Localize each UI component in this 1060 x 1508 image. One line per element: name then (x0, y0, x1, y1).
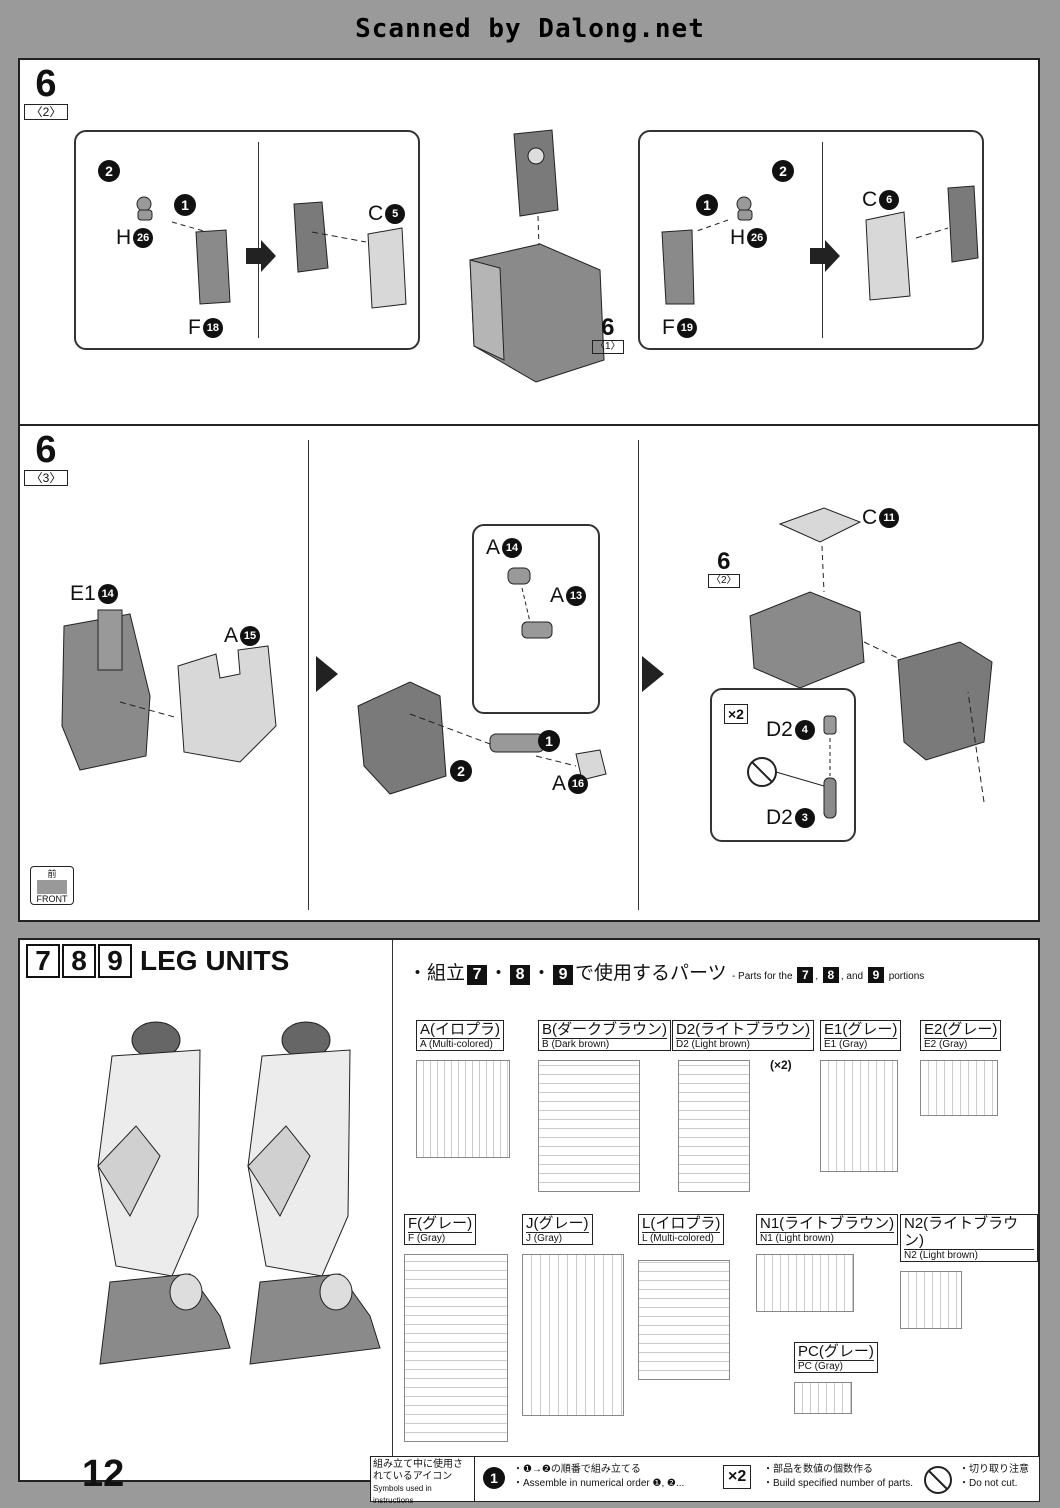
runner-e1: E1(グレー)E1 (Gray) (820, 1020, 902, 1172)
front-label: FRONT (36, 894, 68, 904)
ref-badge: 6 〈1〉 (592, 316, 624, 354)
x2-badge: ×2 (724, 704, 748, 724)
runner-d2: D2(ライトブラウン)D2 (Light brown) (×2) (672, 1020, 815, 1192)
step-sub: 〈2〉 (24, 104, 68, 120)
x2-callout-drawing (747, 715, 837, 819)
ref-number: 6 (601, 314, 615, 341)
center-assembly-drawing (469, 129, 605, 383)
panel1-drawing (61, 609, 277, 771)
panel2-callout-drawing (507, 567, 553, 639)
runner-pc: PC(グレー)PC (Gray) (794, 1342, 878, 1414)
next-arrow (642, 656, 664, 692)
divider (392, 940, 393, 1484)
page-number: 12 (82, 1453, 125, 1495)
watermark: Scanned by Dalong.net (355, 14, 705, 44)
runner-a: A(イロプラ)A (Multi-colored) (416, 1020, 510, 1158)
step-badge: 6 〈2〉 (24, 64, 68, 124)
runner-b: B(ダークブラウン)B (Dark brown) (538, 1020, 671, 1192)
bullet-2: 2 (772, 160, 794, 182)
do-not-cut-icon (924, 1466, 952, 1494)
count-text: ・部品を数値の個数作る ・Build specified number of p… (763, 1464, 914, 1489)
cut-text: ・切り取り注意 ・Do not cut. (959, 1464, 1029, 1489)
x2-icon: ×2 (723, 1465, 752, 1489)
order-text: ・❶→❷の順番で組み立てる ・Assemble in numerical ord… (513, 1464, 685, 1489)
ref-sub: 〈1〉 (592, 340, 624, 354)
step-digit-9: 9 (98, 944, 132, 978)
leg-units-title: 7 8 9 LEG UNITS (26, 944, 289, 978)
step-number: 6 (35, 63, 57, 105)
runner-n2: N2(ライトブラウン)N2 (Light brown) (900, 1214, 1038, 1329)
divider (822, 142, 823, 338)
bullet-1: 1 (696, 194, 718, 216)
runner-e2: E2(グレー)E2 (Gray) (920, 1020, 1002, 1116)
bullet-2: 2 (450, 760, 472, 782)
section-title: LEG UNITS (140, 945, 290, 976)
leg-units-drawing (97, 1021, 381, 1365)
symbols-title: 組み立て中に使用されているアイコン Symbols used in instru… (371, 1457, 475, 1505)
step-badge: 6 〈3〉 (24, 430, 68, 490)
front-jp: 前 (47, 869, 57, 879)
qty-badge: (×2) (770, 1058, 792, 1072)
divider (308, 440, 309, 910)
order-icon: 1 (483, 1467, 505, 1489)
next-arrow (316, 656, 338, 692)
ref-sub: 〈2〉 (708, 574, 740, 588)
symbols-legend: 組み立て中に使用されているアイコン Symbols used in instru… (370, 1456, 1040, 1505)
bullet-1: 1 (538, 730, 560, 752)
ref-badge: 6 〈2〉 (708, 550, 740, 588)
runner-j: J(グレー)J (Gray) (522, 1214, 624, 1416)
left-callout-drawing (136, 196, 407, 309)
divider (258, 142, 259, 338)
runner-n1: N1(ライトブラウン)N1 (Light brown) (756, 1214, 899, 1312)
step-sub: 〈3〉 (24, 470, 68, 486)
bullet-2: 2 (98, 160, 120, 182)
right-callout-drawing (661, 185, 979, 305)
divider (638, 440, 639, 910)
foot-icon (37, 880, 67, 894)
front-badge: 前 FRONT (30, 866, 74, 905)
runner-f: F(グレー)F (Gray) (404, 1214, 508, 1442)
bullet-1: 1 (174, 194, 196, 216)
runner-l: L(イロプラ)L (Multi-colored) (638, 1214, 730, 1380)
ref-number: 6 (717, 548, 731, 575)
panel3-drawing (749, 507, 993, 803)
step-number: 6 (35, 429, 57, 471)
step-digit-8: 8 (62, 944, 96, 978)
step-digit-7: 7 (26, 944, 60, 978)
panel2-drawing (357, 681, 607, 795)
